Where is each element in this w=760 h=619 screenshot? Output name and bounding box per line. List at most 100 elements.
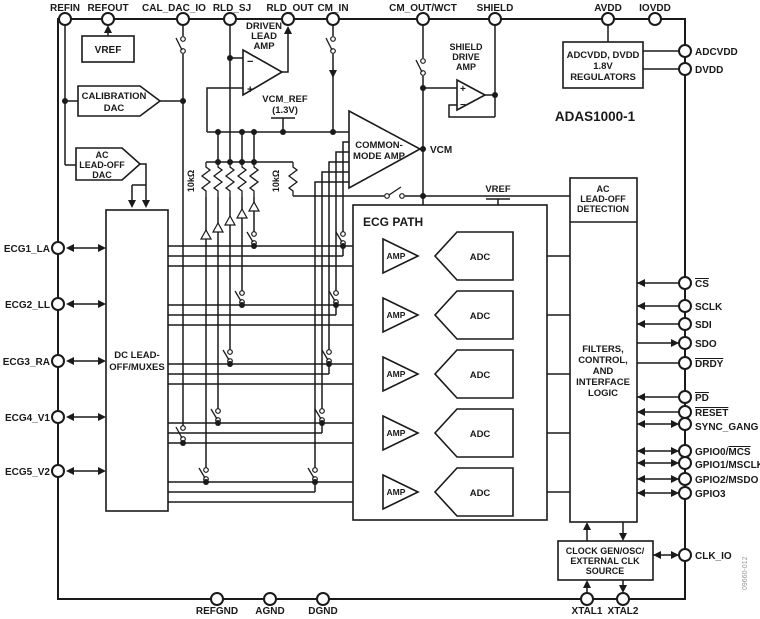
switch: [415, 58, 426, 76]
regulators-block: ADCVDD, DVDD 1.8V REGULATORS: [562, 41, 644, 89]
pin-dvdd: DVDD: [678, 62, 723, 76]
svg-text:GPIO1/MSCLK: GPIO1/MSCLK: [695, 460, 760, 471]
svg-text:ECG3_RA: ECG3_RA: [3, 357, 50, 368]
svg-text:DC LEAD-: DC LEAD-: [114, 350, 159, 361]
pin-ecg2-ll: ECG2_LL: [5, 297, 65, 311]
svg-text:ADC: ADC: [470, 488, 491, 499]
pin-refgnd: REFGND: [196, 592, 238, 617]
svg-text:CLK_IO: CLK_IO: [695, 551, 732, 562]
svg-text:SCLK: SCLK: [695, 302, 723, 313]
svg-text:DAC: DAC: [104, 103, 125, 114]
pin-refin: REFIN: [50, 3, 80, 26]
svg-text:SDI: SDI: [695, 320, 712, 331]
resistor-network: 10kΩ 10kΩ: [186, 162, 299, 197]
svg-text:RESET: RESET: [695, 408, 728, 419]
svg-text:SOURCE: SOURCE: [586, 566, 625, 576]
svg-text:IOVDD: IOVDD: [639, 3, 671, 14]
ecg-channel: AMP ADC: [382, 349, 514, 399]
svg-text:REFOUT: REFOUT: [87, 3, 128, 14]
pin-cm-out-wct: CM_OUT/WCT: [389, 3, 457, 26]
svg-text:XTAL1: XTAL1: [572, 606, 603, 617]
svg-text:DETECTION: DETECTION: [577, 204, 629, 214]
svg-text:ECG4_V1: ECG4_V1: [5, 413, 50, 424]
svg-text:LEAD-OFF: LEAD-OFF: [580, 194, 626, 204]
svg-text:ECG5_V2: ECG5_V2: [5, 467, 50, 478]
svg-text:AMP: AMP: [387, 487, 406, 497]
pins-left: ECG1_LA ECG2_LL ECG3_RA ECG4_V1 ECG5_V2: [3, 241, 65, 478]
ecg-path-label: ECG PATH: [363, 215, 423, 229]
shield-drive-amp: SHIELD DRIVE AMP + −: [449, 42, 487, 112]
pins-right: ADCVDD DVDD CS SCLK SDI SDO DRDY PD RESE…: [678, 44, 760, 562]
pin-rld-out: RLD_OUT: [266, 3, 314, 26]
resistor-label-right: 10kΩ: [271, 170, 281, 192]
pin-avdd: AVDD: [594, 3, 622, 26]
svg-text:CLOCK GEN/OSC/: CLOCK GEN/OSC/: [566, 546, 645, 556]
ecg-channel: AMP ADC: [382, 231, 514, 281]
driven-lead-amp: DRIVEN LEAD AMP − +: [242, 21, 284, 97]
switch: [175, 36, 186, 54]
svg-text:DRIVEN: DRIVEN: [246, 21, 282, 32]
svg-text:LOGIC: LOGIC: [588, 388, 618, 399]
svg-text:XTAL2: XTAL2: [608, 606, 639, 617]
svg-text:ADCVDD: ADCVDD: [695, 47, 738, 58]
minus-sign: −: [247, 56, 253, 68]
svg-text:AVDD: AVDD: [594, 3, 622, 14]
svg-text:AMP: AMP: [387, 428, 406, 438]
switch: [175, 425, 186, 442]
svg-text:CS: CS: [695, 279, 709, 290]
svg-text:AC: AC: [96, 150, 109, 160]
svg-text:VCM_REF: VCM_REF: [262, 94, 308, 105]
svg-text:LEAD: LEAD: [251, 31, 277, 42]
pin-dgnd: DGND: [308, 592, 338, 617]
svg-text:COMMON-: COMMON-: [355, 140, 403, 151]
pins-bottom: REFGND AGND DGND XTAL1 XTAL2: [196, 592, 639, 617]
svg-text:CONTROL,: CONTROL,: [578, 355, 628, 366]
svg-text:AGND: AGND: [255, 606, 284, 617]
svg-text:SYNC_GANG: SYNC_GANG: [695, 422, 759, 433]
figure-number: 09660-012: [742, 556, 749, 590]
svg-text:DRIVE: DRIVE: [452, 52, 480, 62]
svg-text:SHIELD: SHIELD: [449, 42, 483, 52]
svg-text:INTERFACE: INTERFACE: [576, 377, 630, 388]
svg-text:ECG1_LA: ECG1_LA: [4, 244, 50, 255]
svg-text:AMP: AMP: [456, 62, 476, 72]
pin-gpio0-mcs: GPIO0/MCS: [678, 444, 751, 458]
common-mode-amp: COMMON- MODE AMP VCM: [348, 109, 452, 190]
svg-text:PD: PD: [695, 393, 709, 404]
vcm-label: VCM: [430, 145, 452, 156]
svg-text:CM_OUT/WCT: CM_OUT/WCT: [389, 3, 457, 14]
svg-text:RLD_SJ: RLD_SJ: [213, 3, 251, 14]
svg-text:RLD_OUT: RLD_OUT: [266, 3, 313, 14]
vref-block-label: VREF: [95, 45, 122, 56]
svg-text:DVDD: DVDD: [695, 65, 723, 76]
pin-sclk: SCLK: [678, 299, 723, 313]
pin-agnd: AGND: [255, 592, 285, 617]
pin-sdi: SDI: [678, 317, 712, 331]
pins-top: REFIN REFOUT CAL_DAC_IO RLD_SJ RLD_OUT C…: [50, 3, 671, 26]
svg-text:ECG2_LL: ECG2_LL: [5, 300, 50, 311]
vcm-ref-label: VCM_REF (1.3V): [262, 94, 308, 116]
svg-text:REFGND: REFGND: [196, 606, 238, 617]
ac-leadoff-dac-block: AC LEAD-OFF DAC: [75, 147, 142, 181]
svg-text:DRDY: DRDY: [695, 359, 724, 370]
pin-gpio1-msclk: GPIO1/MSCLK: [678, 456, 760, 471]
pin-gpio2-msdo: GPIO2/MSDO: [678, 472, 759, 486]
calibration-dac-block: CALIBRATION DAC: [77, 85, 162, 117]
dc-leadoff-mux-block: DC LEAD- OFF/MUXES: [105, 209, 169, 512]
svg-text:EXTERNAL CLK: EXTERNAL CLK: [570, 556, 640, 566]
svg-text:ADC: ADC: [470, 370, 491, 381]
svg-text:DGND: DGND: [308, 606, 337, 617]
svg-text:REFIN: REFIN: [50, 3, 80, 14]
svg-text:CAL_DAC_IO: CAL_DAC_IO: [142, 3, 206, 14]
pin-adcvdd: ADCVDD: [678, 44, 738, 58]
svg-text:AC: AC: [597, 184, 610, 194]
pin-cal-dac-io: CAL_DAC_IO: [142, 3, 206, 26]
switch: [325, 36, 336, 54]
svg-text:ADC: ADC: [470, 252, 491, 263]
ecg-channel: AMP ADC: [382, 408, 514, 458]
pin-pd: PD: [678, 390, 709, 404]
svg-text:AMP: AMP: [253, 41, 275, 52]
svg-text:CM_IN: CM_IN: [317, 3, 348, 14]
